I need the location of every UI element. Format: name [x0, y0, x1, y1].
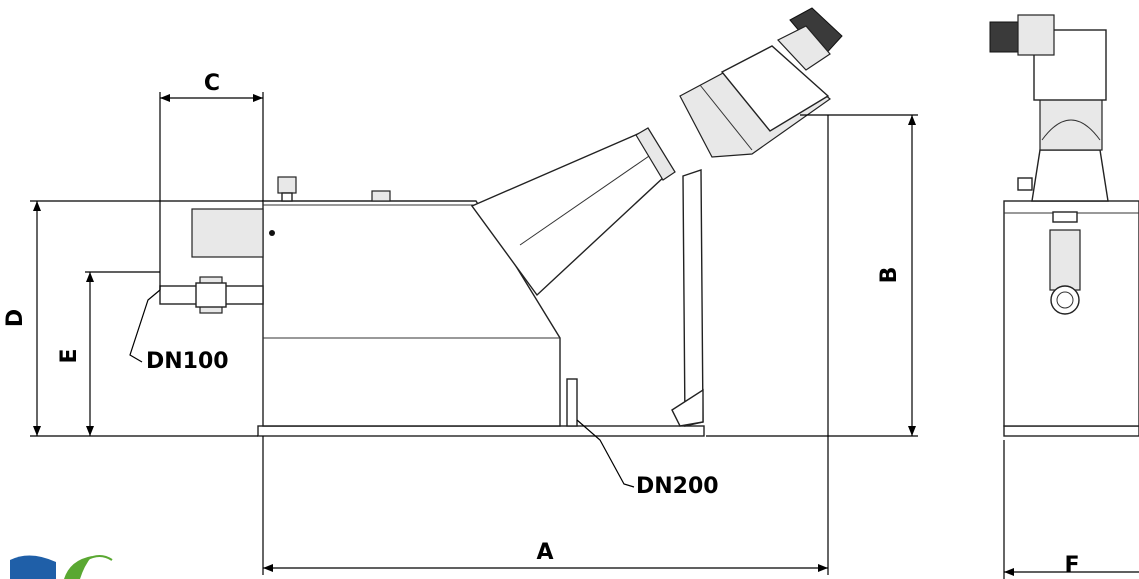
dim-label-a: A [536, 540, 553, 565]
top-valve [277, 176, 297, 194]
dim-label-d: D [3, 309, 28, 327]
drive-cover [720, 45, 830, 132]
dim-e-arrow-bottom [86, 426, 94, 436]
dim-e-arrow-top [86, 272, 94, 282]
front-small-valve [1017, 177, 1033, 191]
dim-d-arrow-top [33, 201, 41, 211]
label-dn100: DN100 [146, 349, 229, 374]
dim-c-arrow-right [253, 94, 263, 102]
dim-b-arrow-top [908, 115, 916, 125]
drive-seam [699, 84, 753, 151]
support-foot [671, 388, 704, 427]
front-motor [989, 21, 1021, 53]
dim-c-arrow-left [160, 94, 170, 102]
front-ring-curve [1041, 119, 1101, 141]
side-view [159, 7, 843, 437]
outlet-pipe [566, 378, 578, 427]
front-outlet-flange [1050, 285, 1080, 315]
dim-b-arrow-bottom [908, 426, 916, 436]
dim-label-c: C [204, 71, 220, 96]
front-valve-body [1049, 229, 1081, 291]
top-vent [371, 190, 391, 202]
leader-dn200 [576, 419, 635, 488]
dim-label-e: E [57, 348, 82, 363]
top-valve-stem [281, 192, 293, 202]
front-valve-handle [1052, 211, 1078, 223]
front-hopper [1031, 149, 1109, 202]
front-gearbox [1017, 14, 1055, 56]
dim-label-b: B [877, 267, 902, 284]
brand-logo [10, 555, 113, 579]
inlet-flange [195, 282, 227, 308]
screw-axis [519, 153, 653, 246]
support-column [682, 169, 704, 427]
motor-gearbox [777, 25, 831, 71]
dimension-lines [30, 92, 1139, 579]
label-dn200: DN200 [636, 474, 719, 499]
dim-a-arrow-left [263, 564, 273, 572]
dim-d-arrow-bottom [33, 426, 41, 436]
logo-leaf-stem [85, 555, 113, 561]
base-plate [257, 425, 705, 437]
tube-flange [635, 127, 676, 181]
front-view [989, 14, 1139, 437]
leader-dn100 [129, 289, 161, 363]
front-base [1003, 425, 1139, 437]
dim-label-f: F [1064, 553, 1079, 578]
front-ring [1039, 97, 1103, 151]
front-outlet-bore [1056, 291, 1074, 309]
logo-leaf [64, 556, 92, 579]
dim-f-arrow-left [1004, 568, 1014, 576]
tank-body [262, 200, 561, 427]
dim-a-arrow-right [818, 564, 828, 572]
inlet-box [191, 208, 264, 258]
logo-blue-shape [10, 555, 56, 579]
tank-bolt [269, 230, 275, 236]
